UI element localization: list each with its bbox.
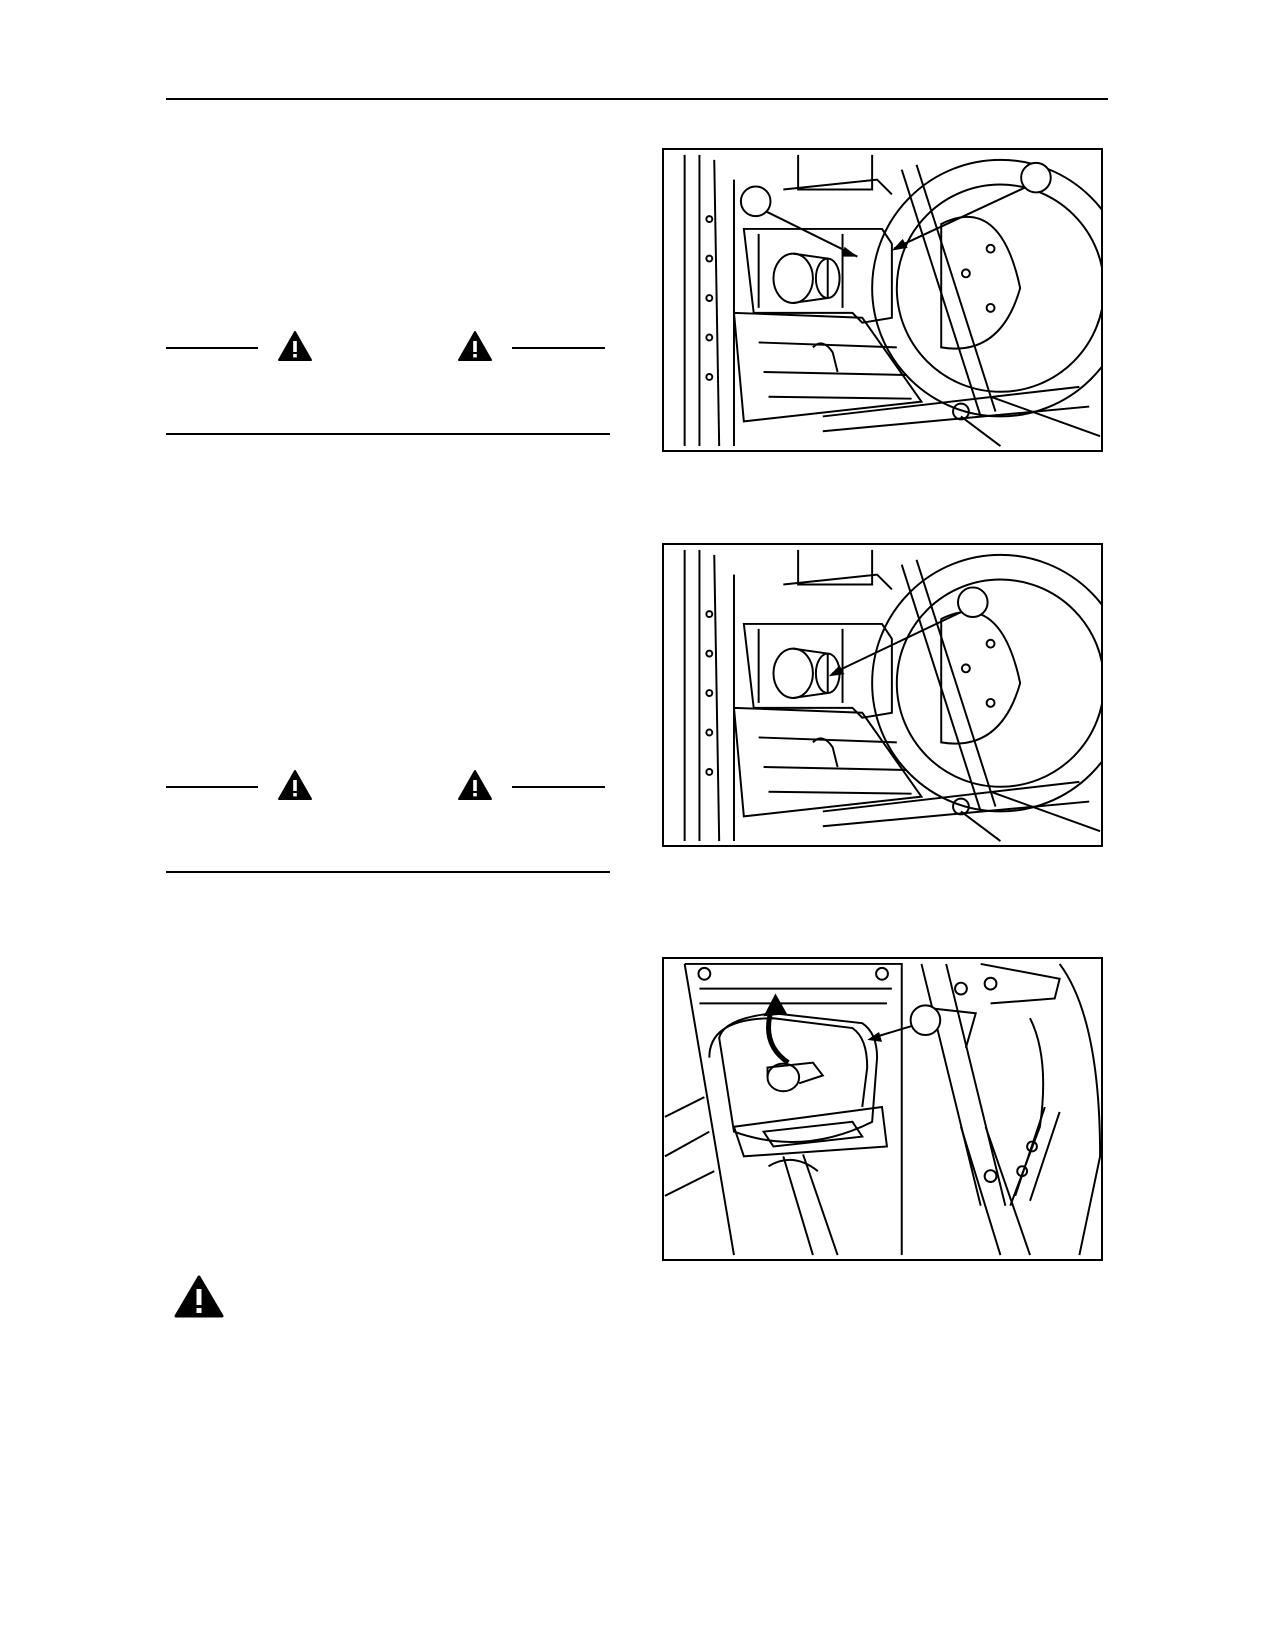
warning-triangle-icon bbox=[174, 1275, 224, 1318]
figure-pto-guard-callouts bbox=[662, 148, 1103, 452]
warning-triangle-icon bbox=[458, 770, 492, 800]
callout-circle bbox=[739, 185, 772, 218]
warning-rule-left bbox=[166, 347, 258, 349]
warning-bottom-rule bbox=[166, 433, 610, 435]
figure-pto-cover-rotate bbox=[662, 957, 1103, 1261]
header-rule bbox=[166, 98, 1108, 100]
callout-circle bbox=[957, 586, 989, 619]
warning-rule-left bbox=[166, 786, 258, 788]
warning-triangle-icon bbox=[278, 770, 312, 800]
callout-circle bbox=[909, 1004, 942, 1036]
warning-triangle-icon bbox=[278, 331, 312, 361]
warning-triangle-icon bbox=[458, 331, 492, 361]
tractor-rear-illustration bbox=[683, 549, 1101, 842]
warning-rule-right bbox=[512, 347, 605, 349]
warning-rule-right bbox=[512, 786, 605, 788]
callout-circle bbox=[1020, 161, 1052, 194]
warning-bottom-rule bbox=[166, 871, 610, 873]
pto-cover-illustration bbox=[664, 962, 1101, 1256]
figure-pto-shaft-callout bbox=[662, 543, 1103, 847]
tractor-rear-illustration bbox=[683, 154, 1101, 447]
